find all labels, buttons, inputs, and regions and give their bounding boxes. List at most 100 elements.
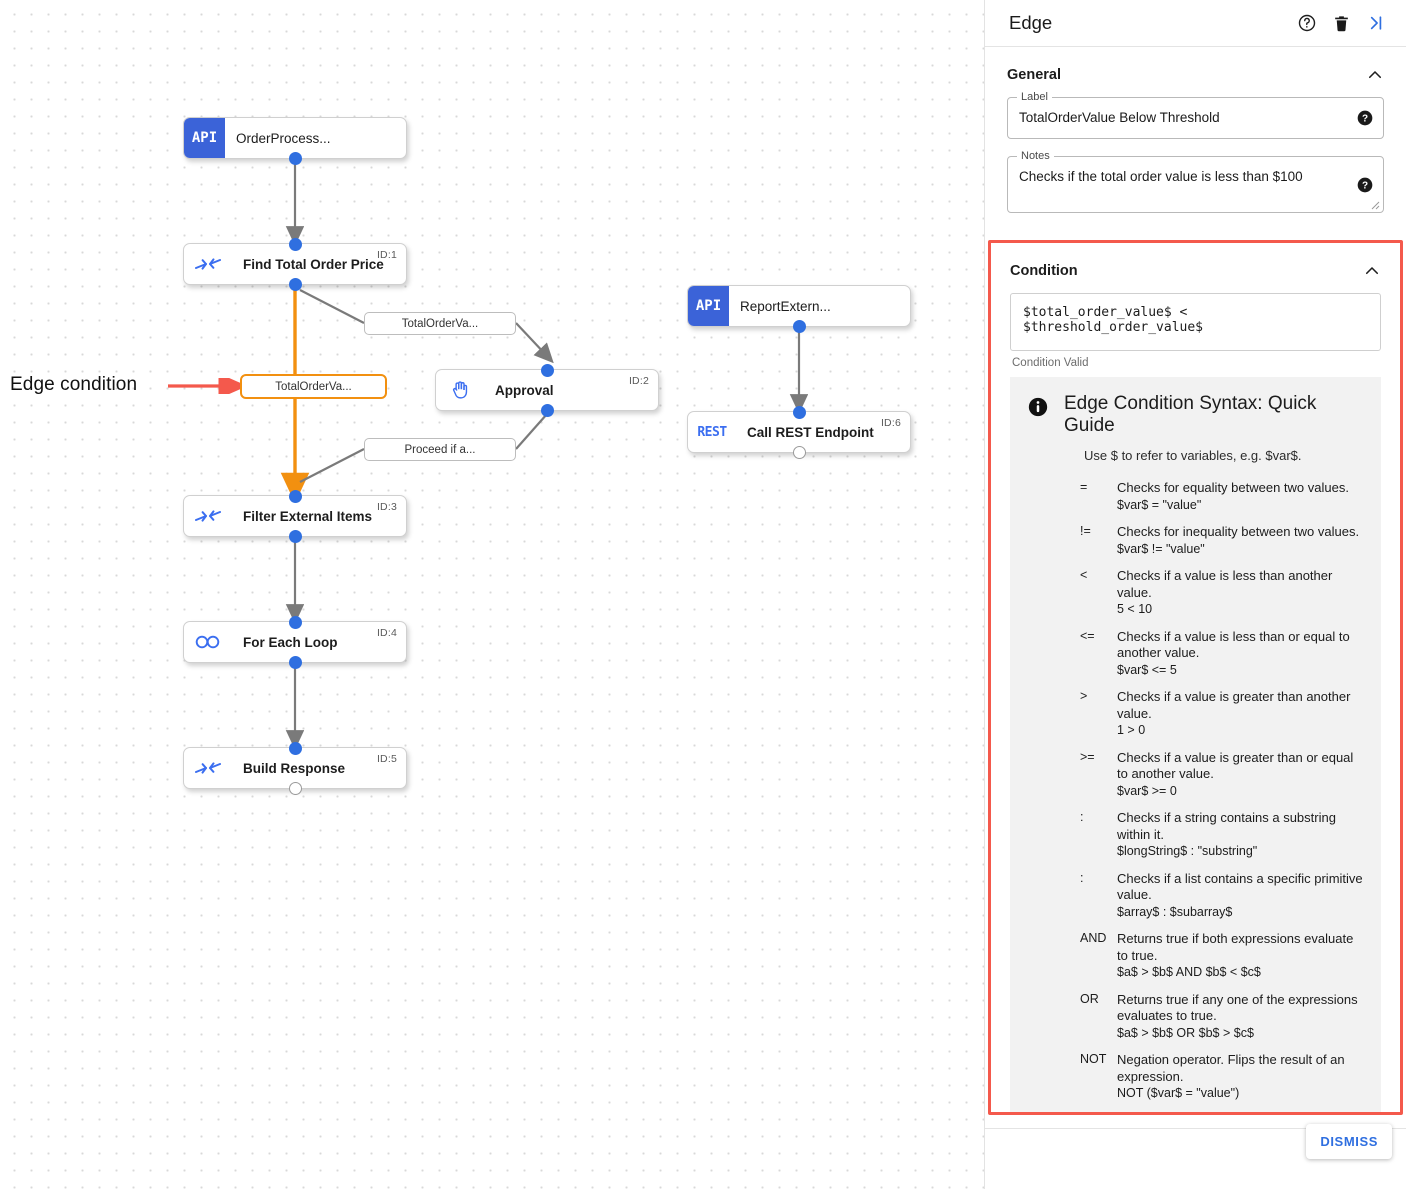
guide-operator-row: > Checks if a value is greater than anoth… <box>1080 689 1363 739</box>
node-port-bottom[interactable] <box>288 781 302 795</box>
condition-validity-status: Condition Valid <box>1012 357 1089 369</box>
guide-operator-description: Returns true if both expressions evaluat… <box>1117 931 1354 963</box>
node-port-bottom[interactable] <box>792 445 806 459</box>
guide-operator-row: : Checks if a string contains a substring… <box>1080 810 1363 860</box>
guide-operator-row: >=Checks if a value is greater than or e… <box>1080 750 1363 800</box>
guide-operator-example: 1 > 0 <box>1117 723 1146 737</box>
guide-operator-description: Checks if a string contains a substring … <box>1117 810 1336 842</box>
notes-field-value[interactable]: Checks if the total order value is less … <box>1019 169 1303 184</box>
canvas-panel-divider <box>984 0 985 1189</box>
node-port-top[interactable] <box>792 405 806 419</box>
guide-operator-description: Negation operator. Flips the result of a… <box>1117 1052 1345 1084</box>
merge-arrows-icon <box>184 507 232 525</box>
annotation-edge-condition: Edge condition <box>10 374 138 395</box>
dismiss-button[interactable]: DISMISS <box>1306 1124 1392 1159</box>
flow-node-id-label: ID:5 <box>376 753 397 765</box>
guide-title: Edge Condition Syntax: Quick Guide <box>1064 393 1317 436</box>
guide-operator-example: $var$ >= 0 <box>1117 783 1177 798</box>
guide-intro: Use $ to refer to variables, e.g. $var$. <box>1084 448 1302 463</box>
guide-operator-symbol: OR <box>1080 991 1099 1006</box>
guide-operator-description: Checks for inequality between two values… <box>1117 524 1360 539</box>
guide-operator-row: :Checks if a list contains a specific pr… <box>1080 871 1363 921</box>
guide-operator-symbol: : <box>1080 810 1084 824</box>
guide-operator-description: Returns true if any one of the expressio… <box>1117 991 1358 1024</box>
chevron-up-icon[interactable] <box>1363 262 1381 280</box>
guide-operator-example: $a$ > $b$ OR $b$ > $c$ <box>1117 1025 1254 1040</box>
node-port-top[interactable] <box>288 741 302 755</box>
guide-operator-description: Checks if a value is greater than or equ… <box>1117 749 1354 782</box>
guide-operator-description: Checks for equality between two values. <box>1117 480 1349 495</box>
general-section-title: General <box>1007 67 1061 83</box>
flow-node-id-label: ID:3 <box>376 501 397 513</box>
notes-field[interactable]: Notes Checks if the total order value is… <box>1007 150 1384 213</box>
edge-label-chip[interactable]: Proceed if a... <box>364 438 516 461</box>
label-field-value[interactable]: TotalOrderValue Below Threshold <box>1019 110 1220 125</box>
node-port-bottom[interactable] <box>288 655 302 669</box>
notes-help-icon[interactable]: ? <box>1357 177 1373 193</box>
chevron-up-icon[interactable] <box>1366 66 1384 84</box>
guide-operator-example: $var$ <= 5 <box>1117 662 1177 677</box>
guide-operator-example: 5 < 10 <box>1117 602 1153 616</box>
flow-node-orderprocess[interactable]: API OrderProcess... <box>183 117 407 165</box>
guide-operator-example: $a$ > $b$ AND $b$ < $c$ <box>1117 965 1261 979</box>
node-port-bottom[interactable] <box>288 151 302 165</box>
page-title: Edge <box>1009 12 1053 33</box>
flow-node-id-label: ID:4 <box>376 627 397 639</box>
api-badge-icon: API <box>688 286 729 326</box>
flow-node-title: OrderProcess... <box>236 130 331 146</box>
guide-operator-example: NOT ($var$ = "value") <box>1117 1086 1240 1100</box>
guide-operator-symbol: < <box>1080 568 1088 582</box>
flow-node-title: Call REST Endpoint <box>747 424 874 440</box>
guide-operator-description: Checks if a value is less than another v… <box>1117 568 1333 600</box>
guide-operator-example: $longString$ : "substring" <box>1117 844 1258 858</box>
guide-operator-row: !=Checks for inequality between two valu… <box>1080 524 1363 557</box>
edge-connectors <box>280 162 809 750</box>
node-port-top[interactable] <box>540 363 554 377</box>
label-help-icon[interactable]: ? <box>1357 110 1373 126</box>
guide-operator-symbol: > <box>1080 689 1088 703</box>
condition-syntax-guide: Edge Condition Syntax: Quick Guide Use $… <box>1010 377 1381 1112</box>
help-circle-icon[interactable] <box>1290 6 1324 40</box>
trash-icon[interactable] <box>1324 6 1358 40</box>
guide-operator-list: =Checks for equality between two values.… <box>1080 480 1363 1102</box>
edge-label-chip[interactable]: TotalOrderVa... <box>364 312 516 335</box>
guide-operator-row: <=Checks if a value is less than or equa… <box>1080 629 1363 679</box>
condition-section-title: Condition <box>1010 263 1078 279</box>
node-port-bottom[interactable] <box>288 277 302 291</box>
condition-expression-input[interactable]: $total_order_value$ < $threshold_order_v… <box>1010 293 1381 351</box>
node-port-top[interactable] <box>288 489 302 503</box>
guide-operator-description: Checks if a value is greater than anothe… <box>1117 689 1351 721</box>
merge-arrows-icon <box>184 759 232 777</box>
label-field[interactable]: Label TotalOrderValue Below Threshold ? <box>1007 91 1384 139</box>
general-section-header[interactable]: General <box>1007 47 1384 97</box>
node-port-top[interactable] <box>288 237 302 251</box>
api-badge-icon: API <box>184 118 225 158</box>
flow-canvas[interactable]: Edge condition API OrderProcess... Find To… <box>0 0 985 1189</box>
hand-icon <box>436 379 484 401</box>
node-port-bottom[interactable] <box>792 319 806 333</box>
annotation-arrow-icon <box>168 378 240 394</box>
node-port-top[interactable] <box>288 615 302 629</box>
textarea-resize-handle[interactable] <box>1370 200 1380 210</box>
flow-node-title: Approval <box>495 382 554 398</box>
collapse-panel-icon[interactable] <box>1358 6 1392 40</box>
condition-section-highlight: Condition $total_order_value$ < $thresho… <box>988 240 1403 1115</box>
guide-operator-symbol: : <box>1080 870 1084 885</box>
label-field-caption: Label <box>1017 91 1052 103</box>
condition-section-header[interactable]: Condition <box>1010 243 1381 293</box>
merge-arrows-icon <box>184 255 232 273</box>
guide-operator-symbol: <= <box>1080 628 1095 643</box>
edge-label-chip-selected[interactable]: TotalOrderVa... <box>240 374 387 399</box>
node-port-bottom[interactable] <box>540 403 554 417</box>
node-port-bottom[interactable] <box>288 529 302 543</box>
rest-icon: REST <box>697 424 727 440</box>
info-icon <box>1028 397 1048 417</box>
